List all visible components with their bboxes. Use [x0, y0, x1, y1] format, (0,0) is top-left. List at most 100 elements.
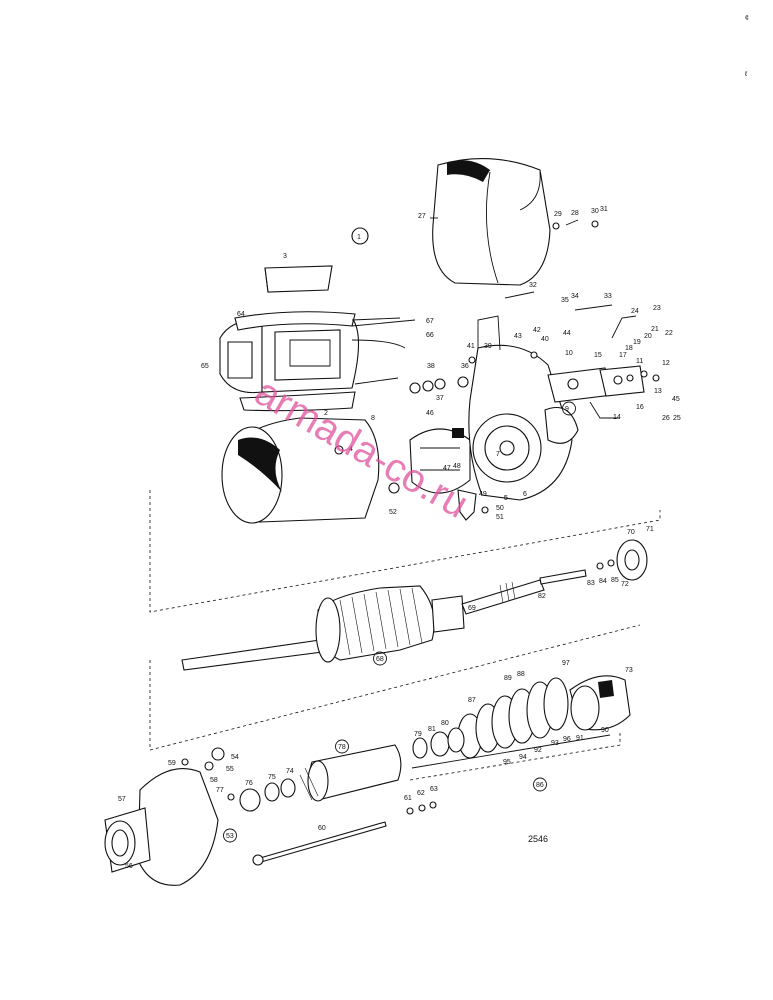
part-callout: 55 [226, 766, 234, 773]
part-callout: 83 [587, 580, 595, 587]
corner-mark: ¢ [745, 15, 749, 22]
part-callout: 54 [231, 754, 239, 761]
part-callout: 37 [436, 395, 444, 402]
part-callout: 17 [619, 352, 627, 359]
part-callout: 13 [654, 388, 662, 395]
solenoid-assembly [547, 315, 645, 419]
brush-holder-plate [409, 428, 471, 494]
part-callout: 71 [646, 526, 654, 533]
part-callout: 23 [653, 305, 661, 312]
washer [447, 727, 465, 753]
callout-circle [223, 828, 237, 843]
part-callout: 50 [496, 505, 504, 512]
part-callout: 70 [627, 529, 635, 536]
boundary-line [149, 490, 661, 613]
figure-number: 2546 [528, 834, 548, 844]
housing-cover [432, 158, 551, 286]
part-callout: 20 [644, 333, 652, 340]
part-callout: 21 [651, 326, 659, 333]
part-callout: 36 [461, 363, 469, 370]
callout-circle [562, 401, 576, 416]
part-callout: 56 [125, 863, 133, 870]
part-callout: 33 [604, 293, 612, 300]
boundary-line [409, 733, 621, 781]
part-callout: 73 [625, 667, 633, 674]
callout-circle [373, 651, 387, 666]
part-callout: 65 [201, 363, 209, 370]
part-callout: 74 [286, 768, 294, 775]
group-marker [351, 227, 369, 245]
spring [430, 731, 450, 757]
part-callout: 9 [565, 406, 569, 413]
part-callout: 16 [636, 404, 644, 411]
part-callout: 11 [636, 358, 643, 365]
part-callout: 44 [563, 330, 571, 337]
part-callout: 29 [554, 211, 562, 218]
part-callout: 82 [538, 593, 546, 600]
part-callout: 49 [479, 491, 487, 498]
part-callout: 95 [503, 759, 511, 766]
part-callout: 45 [672, 396, 680, 403]
drive-clutch [457, 675, 631, 759]
part-callout: 93 [551, 740, 559, 747]
part-callout: 85 [611, 577, 619, 584]
part-callout: 8 [371, 415, 375, 422]
field-coil-assembly [219, 311, 416, 412]
bracket-bar [264, 265, 333, 293]
part-callout: 66 [426, 332, 434, 339]
washer [412, 737, 428, 759]
part-callout: 61 [404, 795, 412, 802]
part-callout: 90 [601, 727, 609, 734]
part-callout: 81 [428, 726, 436, 733]
part-callout: 88 [517, 671, 525, 678]
part-callout: 10 [565, 350, 573, 357]
part-callout: 89 [504, 675, 512, 682]
part-callout: 68 [376, 656, 384, 663]
pinion [299, 744, 402, 802]
part-callout: 3 [283, 253, 287, 260]
part-callout: 67 [426, 318, 434, 325]
part-callout: 35 [561, 297, 569, 304]
washer [264, 782, 280, 802]
part-callout: 24 [631, 308, 639, 315]
part-callout: 47 [443, 465, 451, 472]
boundary-line [149, 624, 641, 751]
drive-end-housing [104, 768, 219, 886]
part-callout: 62 [417, 790, 425, 797]
part-callout: 27 [418, 213, 426, 220]
part-callout: 19 [633, 339, 641, 346]
part-callout: 5 [504, 495, 508, 502]
part-callout: 58 [210, 777, 218, 784]
corner-mark: ℓ [744, 71, 748, 78]
part-callout: 14 [613, 414, 621, 421]
part-callout: 25 [673, 415, 681, 422]
part-callout: 46 [426, 410, 434, 417]
part-callout: 53 [226, 833, 234, 840]
part-callout: 32 [529, 282, 537, 289]
part-callout: 80 [441, 720, 449, 727]
part-callout: 18 [625, 345, 633, 352]
part-callout: 75 [268, 774, 276, 781]
small-bracket [457, 489, 477, 521]
part-callout: 64 [237, 311, 245, 318]
part-callout: 59 [168, 760, 176, 767]
part-callout: 91 [576, 735, 584, 742]
part-callout: 78 [338, 744, 346, 751]
armature [181, 579, 545, 671]
part-callout: 48 [453, 463, 461, 470]
part-callout: 38 [427, 363, 435, 370]
part-callout: 94 [519, 754, 527, 761]
part-callout: 79 [414, 731, 422, 738]
part-callout: 87 [468, 697, 476, 704]
part-callout: 92 [534, 747, 542, 754]
part-callout: 96 [563, 736, 571, 743]
group-label: 1 [357, 234, 361, 241]
part-callout: 42 [533, 327, 541, 334]
part-callout: 2 [324, 410, 328, 417]
drive-shaft [539, 569, 587, 585]
part-callout: 31 [600, 206, 608, 213]
callout-circle [335, 739, 349, 754]
part-callout: 26 [662, 415, 670, 422]
part-callout: 51 [496, 514, 504, 521]
